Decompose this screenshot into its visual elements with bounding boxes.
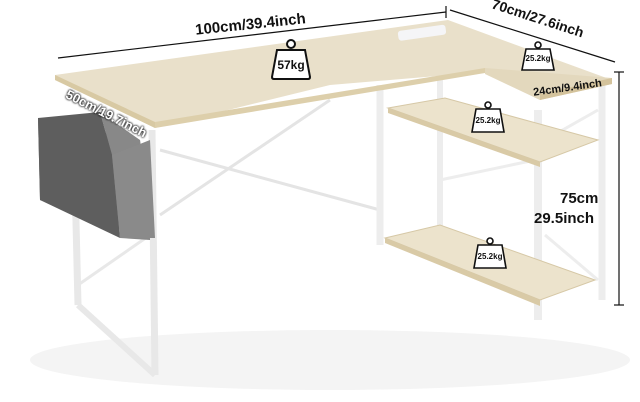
desktop-surface (55, 20, 612, 128)
weight-icon (471, 101, 505, 133)
bottom-shelf-weight-value: 25.2kg (477, 252, 503, 261)
height-inch-label: 29.5inch (534, 210, 595, 227)
desktop-weight-value: 57kg (277, 58, 305, 72)
left-leg-frame (71, 129, 159, 378)
cable-grommet (397, 24, 447, 41)
middle-shelf-weight-badge: 25.2kg (468, 100, 508, 136)
side-shelf-top (485, 68, 612, 100)
cross-brace (159, 98, 381, 217)
weight-icon (270, 39, 312, 80)
weight-icon (473, 237, 507, 269)
side-top-weight-value: 25.2kg (525, 54, 551, 63)
side-top-weight-badge: 25.2kg (518, 40, 558, 76)
dimension-lines (57, 6, 624, 306)
desktop-weight-badge: 57kg (268, 38, 314, 80)
bottom-shelf-weight-badge: 25.2kg (470, 236, 510, 272)
middle-shelf-weight-value: 25.2kg (475, 116, 501, 125)
weight-icon (521, 41, 555, 71)
height-cm-label: 75cm (560, 190, 599, 207)
side-storage-bag (38, 112, 155, 240)
